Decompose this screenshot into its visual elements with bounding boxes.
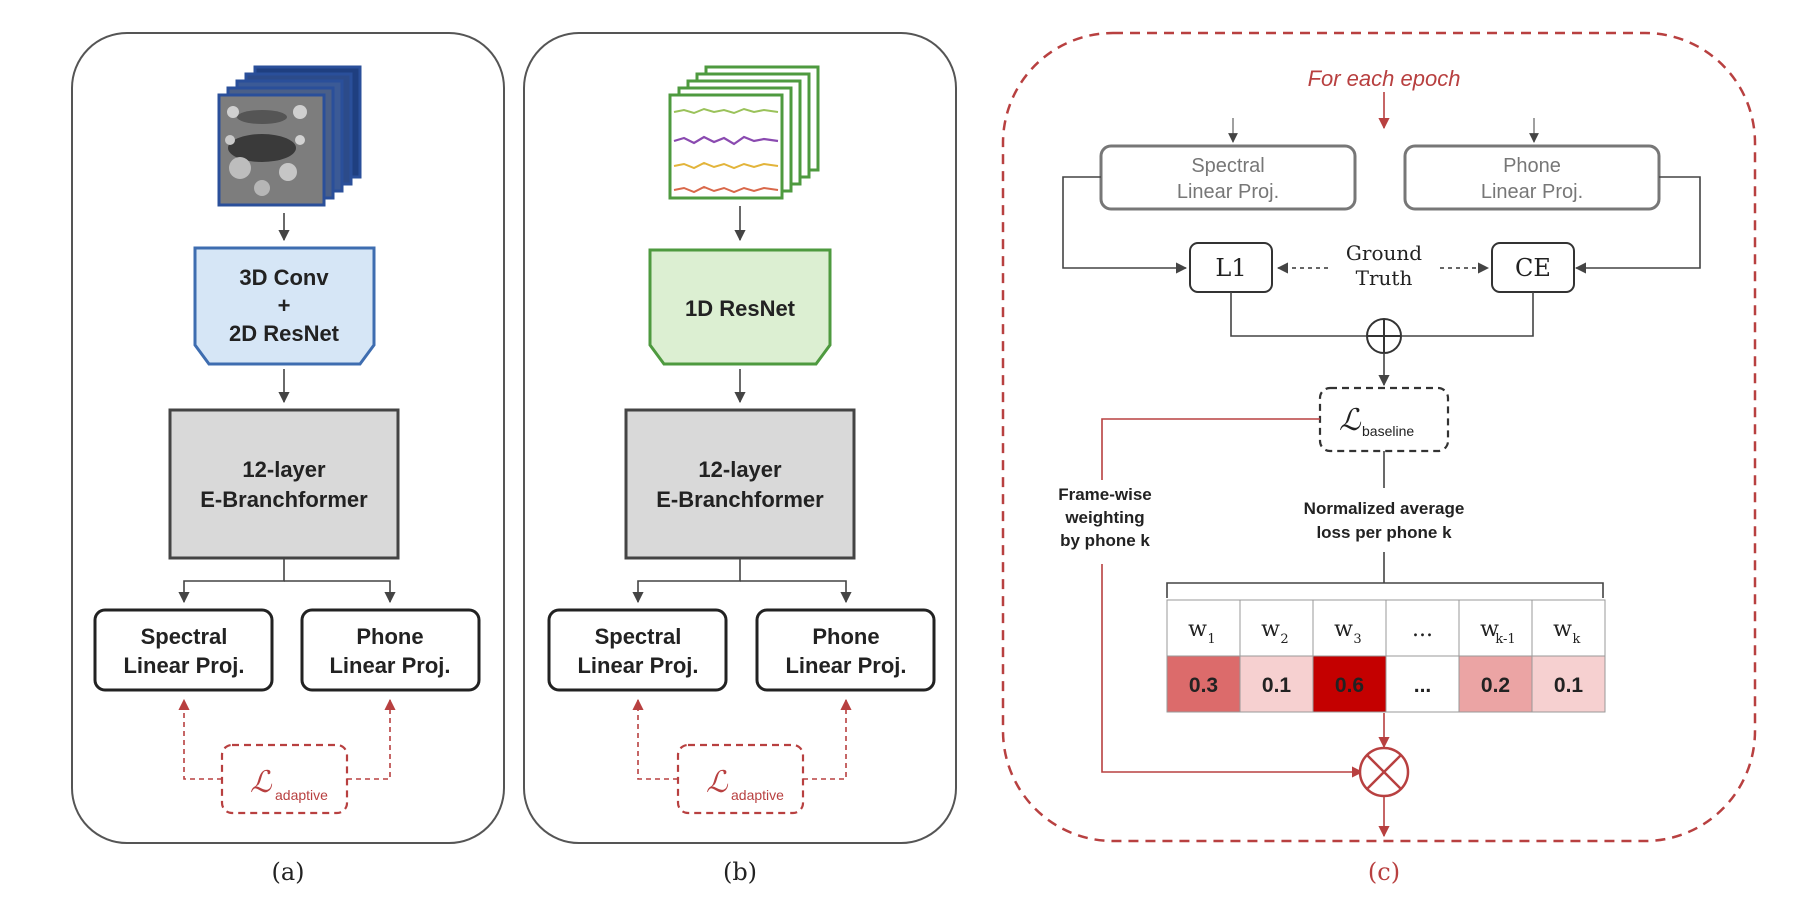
adaptive-loss-sub-b: adaptive [731, 787, 784, 803]
line-ce-to-sum [1402, 292, 1534, 337]
weight-label: ... [1412, 617, 1433, 642]
weight-header-cell [1458, 599, 1533, 657]
multiply-icon [1358, 746, 1410, 798]
weighting-line1: Frame-wise [1058, 485, 1152, 504]
weight-label-sub: 1 [1207, 632, 1215, 647]
normalized-line1: Normalized average [1304, 499, 1465, 518]
weight-header-cell [1531, 599, 1606, 657]
encoder-block-b [624, 408, 856, 560]
phone-line2: Linear Proj. [329, 653, 450, 678]
phone-proj-box-b [755, 608, 936, 692]
weight-label-sub: 3 [1353, 632, 1361, 647]
phone-line1: Phone [356, 624, 423, 649]
conv-resnet-block [193, 246, 376, 366]
adaptive-loss-symbol: ℒ [250, 765, 273, 800]
phone-proj-box [300, 608, 481, 692]
weight-value-cell [1385, 655, 1460, 713]
weight-label: w [1261, 617, 1280, 642]
weight-value-cell [1531, 655, 1606, 713]
spectral-line1: Spectral [141, 624, 228, 649]
arrow-encoder-b-to-phone [740, 580, 852, 604]
weight-value: 0.3 [1189, 674, 1218, 697]
panel-a: 3D Conv + 2D ResNet 12-layer E-Branchfor… [71, 32, 505, 886]
weight-value: 0.1 [1554, 674, 1584, 697]
weight-header-cell [1385, 599, 1460, 657]
weight-value-cell [1312, 655, 1387, 713]
phone-c-line2: Linear Proj. [1481, 181, 1583, 203]
epoch-label: For each epoch [1308, 66, 1461, 91]
weight-label: w [1188, 617, 1207, 642]
weight-label: w [1553, 617, 1572, 642]
weight-value: 0.1 [1262, 674, 1292, 697]
weighting-label-bg [1020, 480, 1190, 564]
weights-bracket [1166, 582, 1604, 598]
arrow-baseline-to-multiply [1101, 418, 1364, 778]
baseline-loss-sub: baseline [1362, 423, 1414, 439]
panel-c: For each epoch Spectral Linear Proj. Pho… [1001, 31, 1757, 886]
weighting-line2: weighting [1064, 508, 1144, 527]
phone-b-line1: Phone [812, 624, 879, 649]
spectral-proj-box [93, 608, 274, 692]
weight-header-cell [1239, 599, 1314, 657]
signal-frames-icon [668, 65, 820, 200]
conv-line2: + [278, 293, 291, 318]
arrow-encoder-to-phone [284, 580, 396, 604]
weight-value: 0.6 [1335, 674, 1364, 697]
l1-label: L1 [1215, 254, 1246, 282]
weight-value-cell [1166, 655, 1241, 713]
weight-label-sub: k [1573, 632, 1581, 647]
arrow-encoder-to-spectral [178, 558, 285, 604]
weight-label-sub: k-1 [1495, 632, 1515, 647]
caption-a: (a) [271, 858, 304, 886]
normalized-line2: loss per phone k [1316, 523, 1452, 542]
conv-line1: 3D Conv [239, 265, 329, 290]
adaptive-loss-symbol-b: ℒ [706, 765, 729, 800]
caption-c: (c) [1368, 858, 1400, 886]
encoder-line2: E-Branchformer [200, 487, 368, 512]
arrow-loss-b-to-spectral [632, 698, 678, 780]
caption-b: (b) [723, 858, 757, 886]
panel-b: 1D ResNet 12-layer E-Branchformer Spectr… [523, 32, 957, 886]
conv-line3: 2D ResNet [229, 321, 340, 346]
encoder-block [168, 408, 400, 560]
arrow-encoder-b-to-spectral [632, 558, 741, 604]
ce-label: CE [1515, 254, 1551, 282]
encoder-b-line2: E-Branchformer [656, 487, 824, 512]
resnet-1d-block [648, 248, 832, 366]
ground-truth-line1: Ground [1346, 241, 1422, 265]
weight-label-sub: 2 [1280, 632, 1288, 647]
phone-c-line1: Phone [1503, 155, 1561, 177]
encoder-line1: 12-layer [242, 457, 326, 482]
resnet-1d-label: 1D ResNet [685, 296, 796, 321]
video-frames-icon [217, 65, 362, 207]
arrow-phone-to-ce [1574, 176, 1701, 274]
spectral-c-line1: Spectral [1191, 155, 1264, 177]
weight-value-cell [1458, 655, 1533, 713]
spectral-c-line2: Linear Proj. [1177, 181, 1279, 203]
baseline-loss-symbol: ℒ [1339, 403, 1362, 438]
spectral-line2: Linear Proj. [123, 653, 244, 678]
weight-label: w [1480, 617, 1499, 642]
spectral-b-line2: Linear Proj. [577, 653, 698, 678]
spectral-b-line1: Spectral [595, 624, 682, 649]
sum-icon [1366, 318, 1402, 354]
weight-value: 0.2 [1481, 674, 1510, 697]
ground-truth-line2: Truth [1356, 266, 1413, 290]
adaptive-loss-sub: adaptive [275, 787, 328, 803]
weight-label: w [1334, 617, 1353, 642]
phone-b-line2: Linear Proj. [785, 653, 906, 678]
arrow-loss-to-spectral [178, 698, 222, 780]
encoder-b-line1: 12-layer [698, 457, 782, 482]
spectral-proj-box-b [547, 608, 728, 692]
arrow-spectral-to-l1 [1062, 176, 1188, 274]
weight-value: ... [1414, 674, 1432, 697]
weight-value-cell [1239, 655, 1314, 713]
line-l1-to-sum [1230, 292, 1366, 337]
weighting-line3: by phone k [1060, 531, 1150, 550]
